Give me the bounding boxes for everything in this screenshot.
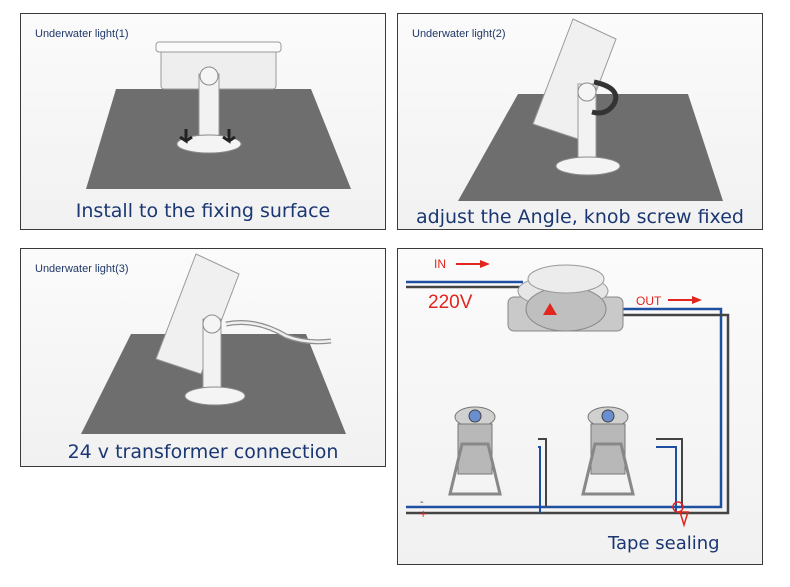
in-label: IN (434, 257, 446, 271)
transformer (507, 264, 624, 332)
panel-tag: Underwater light(1) (35, 28, 129, 40)
lamp-right (581, 406, 635, 496)
install-illustration (86, 41, 351, 189)
out-label: OUT (636, 294, 662, 308)
angle-illustration (458, 18, 723, 201)
plus-label: + (419, 509, 427, 520)
voltage-label: 220V (428, 292, 473, 313)
lamp-left (448, 406, 502, 496)
panel-tag: Underwater light(3) (35, 263, 129, 275)
panel-caption: 24 v transformer connection (67, 441, 339, 463)
minus-label: - (420, 497, 424, 508)
rotate-arrow-icon (591, 79, 619, 116)
panel-caption: Tape sealing (608, 533, 720, 554)
panel-tag: Underwater light(2) (412, 28, 506, 40)
panel-install: Underwater light(1) Install to the fixin… (20, 13, 386, 230)
panel-adjust-angle: Underwater light(2) adjust the Angle, kn… (397, 13, 763, 230)
tape-seal-marker (672, 501, 684, 513)
wiring-diagram: IN 220V OUT - + (406, 257, 730, 528)
panel-wiring: IN 220V OUT - + Tape sealing (397, 248, 763, 565)
connection-illustration (81, 253, 346, 434)
panel-transformer-connection: Underwater light(3) 24 v transformer con… (20, 248, 386, 467)
screw-arrow-icon (222, 129, 236, 144)
panel-caption: adjust the Angle, knob screw fixed (416, 206, 744, 228)
panel-caption: Install to the fixing surface (75, 200, 331, 222)
screw-arrow-icon (179, 129, 193, 144)
